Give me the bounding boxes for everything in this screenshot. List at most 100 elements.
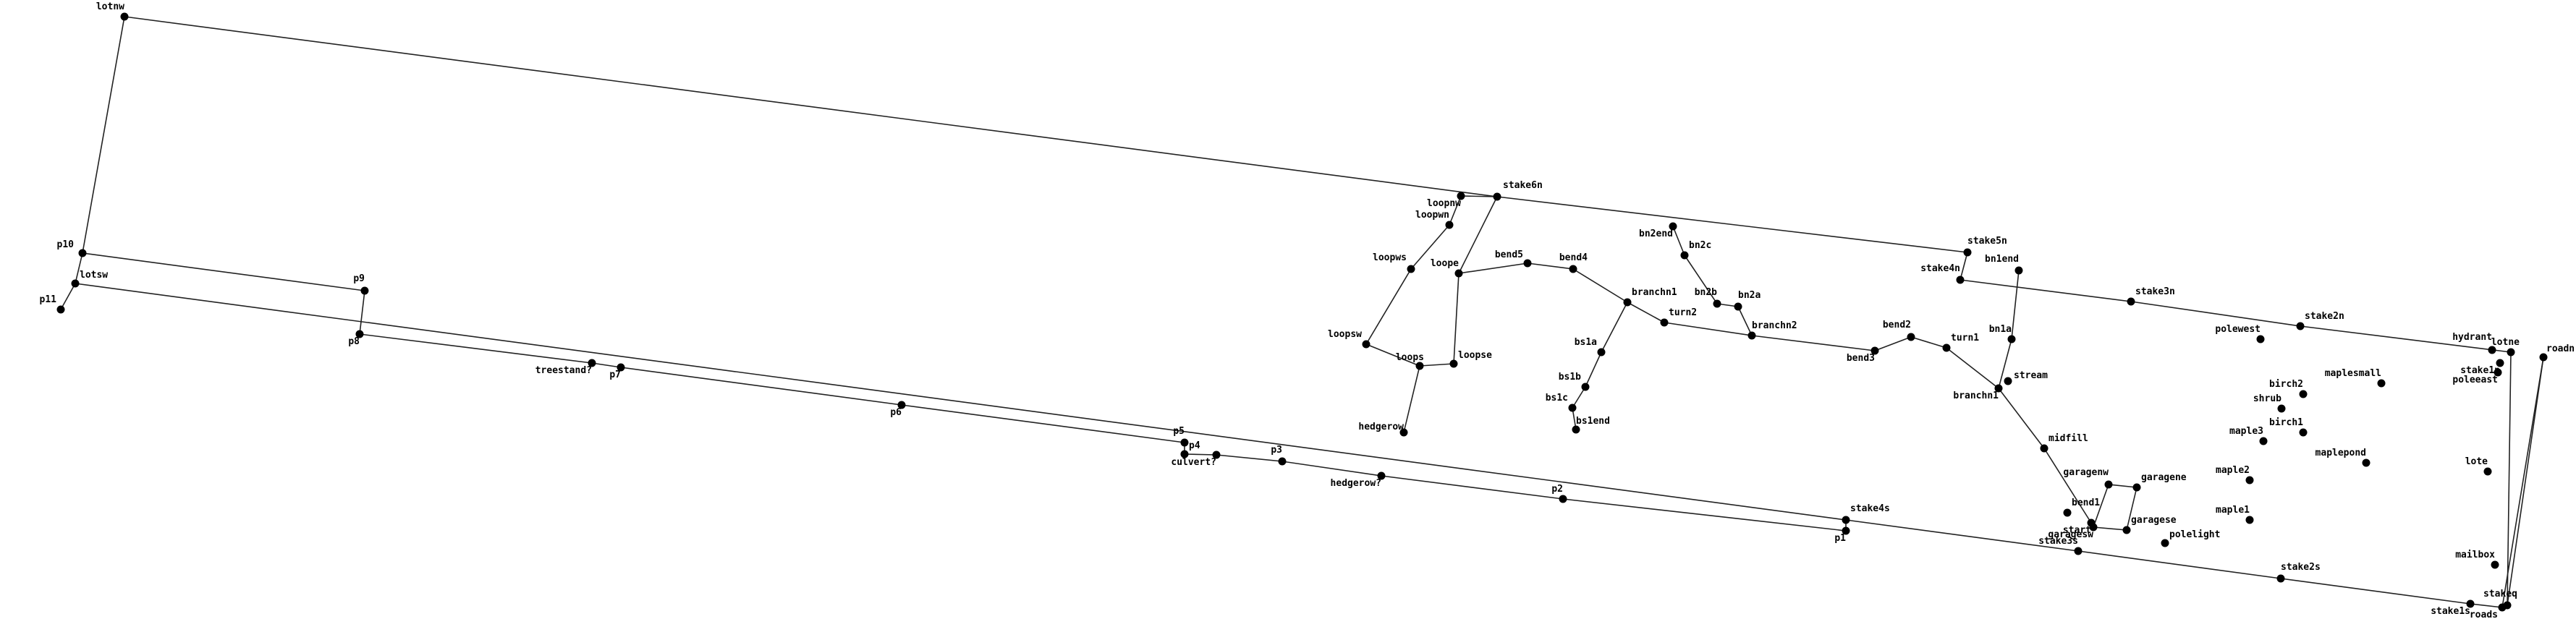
node-birch2 xyxy=(2299,390,2308,398)
label-garagesw: garagesw xyxy=(2048,529,2093,540)
edge-stake6n-stake5n xyxy=(1496,196,1968,253)
label-bn1a: bn1a xyxy=(1989,324,2012,335)
label-p1: p1 xyxy=(1834,533,1846,544)
node-p6 xyxy=(897,401,906,409)
label-stake1s: stake1s xyxy=(2431,606,2470,617)
label-stake4n: stake4n xyxy=(1920,263,1960,274)
edge-stake4n-stake3n xyxy=(1959,279,2132,302)
node-mailbox xyxy=(2491,560,2499,569)
edge-lotnw-stake6n xyxy=(124,16,1498,197)
edge-roadn-stakeq xyxy=(2507,357,2544,606)
label-branchn1b: branchn1 xyxy=(1953,390,1999,401)
edge-loopse-loope xyxy=(1453,273,1459,364)
label-p2: p2 xyxy=(1551,484,1563,495)
label-maple3: maple3 xyxy=(2229,426,2263,437)
label-loopse: loopse xyxy=(1458,350,1492,361)
node-garagenw xyxy=(2104,480,2113,489)
label-p3: p3 xyxy=(1271,445,1282,456)
label-stakeq: stakeq xyxy=(2483,589,2517,599)
label-turn1: turn1 xyxy=(1951,333,1979,343)
label-poleeast: poleeast xyxy=(2452,375,2498,385)
node-loopwn xyxy=(1445,221,1454,229)
edge-bn1a-branchn1b xyxy=(1998,338,2012,389)
edge-p10-lotsw xyxy=(75,252,83,284)
label-bn2b: bn2b xyxy=(1695,287,1717,298)
edge-bn2end-bn2c xyxy=(1672,226,1685,256)
label-p11: p11 xyxy=(40,294,57,305)
edge-loopsw-loops xyxy=(1365,343,1420,367)
label-stake5n: stake5n xyxy=(1967,236,2007,247)
label-stake4s: stake4s xyxy=(1850,503,1890,514)
node-loopsw xyxy=(1362,340,1370,349)
label-bn2a: bn2a xyxy=(1738,290,1761,301)
label-lote: lote xyxy=(2465,456,2488,467)
node-treestand xyxy=(588,359,596,367)
edge-loope-bend5 xyxy=(1458,262,1528,274)
node-midfill xyxy=(2040,444,2048,453)
edge-bs1b-bs1c xyxy=(1572,386,1586,409)
node-bend1 xyxy=(2063,508,2072,517)
edge-stake2n-lotne xyxy=(2300,325,2512,353)
edge-garagenw-garagene xyxy=(2108,484,2138,488)
label-lotnw: lotnw xyxy=(96,1,124,12)
node-bn2b xyxy=(1713,299,1721,308)
edge-hedgerow2-p2 xyxy=(1381,475,1564,500)
edge-bs1a-bs1b xyxy=(1585,351,1602,388)
edge-loope-stake6n xyxy=(1458,196,1498,274)
label-p5: p5 xyxy=(1173,426,1185,437)
edge-p9-p8 xyxy=(359,290,365,335)
label-treestand: treestand? xyxy=(535,365,592,376)
label-p6: p6 xyxy=(890,407,902,418)
label-bs1c: bs1c xyxy=(1546,393,1568,404)
label-branchn2: branchn2 xyxy=(1752,320,1797,331)
label-maple1: maple1 xyxy=(2216,505,2250,516)
edge-garagene-garagese xyxy=(2126,487,2138,531)
label-bs1end: bs1end xyxy=(1576,416,1610,427)
edge-loopws-loopsw xyxy=(1365,268,1412,345)
label-culvert: culvert? xyxy=(1171,457,1216,468)
node-polewest xyxy=(2256,335,2265,343)
node-maple2 xyxy=(2245,476,2254,484)
node-stakeq xyxy=(2503,601,2512,610)
edge-stake2s-stake1s xyxy=(2280,578,2471,605)
node-bs1end xyxy=(1572,425,1580,434)
node-bend2 xyxy=(1907,333,1915,341)
edge-branchn2-bend3 xyxy=(1751,335,1876,351)
node-roadn xyxy=(2539,353,2548,362)
node-bn2end xyxy=(1669,222,1677,231)
node-lotnw xyxy=(120,12,129,21)
node-bend4 xyxy=(1569,265,1577,273)
node-bn2c xyxy=(1680,251,1689,260)
node-stake4s xyxy=(1842,516,1850,524)
label-bend1: bend1 xyxy=(2072,498,2100,508)
label-loope: loope xyxy=(1431,258,1459,269)
node-lotsw xyxy=(71,279,80,288)
labels-group: lotnwp10lotswp11p9p8treestand?p7p6p5p4cu… xyxy=(40,1,2575,619)
node-p1 xyxy=(1842,526,1850,535)
edge-stake4s-stake3s xyxy=(1845,519,2079,552)
node-stake4n xyxy=(1956,276,1965,284)
node-stake1n xyxy=(2496,359,2504,367)
node-hedgerow xyxy=(1399,428,1408,437)
edge-p10-p9 xyxy=(82,252,365,291)
node-maplepond xyxy=(2362,458,2370,467)
edge-bn2a-branchn2 xyxy=(1737,306,1753,336)
node-maple3 xyxy=(2259,437,2268,445)
label-stake3s: stake3s xyxy=(2038,536,2078,547)
node-p8 xyxy=(355,330,364,338)
label-bs1b: bs1b xyxy=(1559,372,1581,383)
node-p10 xyxy=(78,249,87,257)
edge-p7-p6 xyxy=(620,367,902,406)
label-stake6n: stake6n xyxy=(1503,180,1543,191)
label-stake3n: stake3n xyxy=(2135,286,2175,297)
edge-bn2c-bn2b xyxy=(1684,255,1718,304)
edge-loopwn-loopws xyxy=(1410,224,1450,270)
label-birch1: birch1 xyxy=(2269,417,2303,428)
label-bend5: bend5 xyxy=(1495,249,1523,260)
edge-treestand-p7 xyxy=(591,362,622,368)
node-p7 xyxy=(617,363,625,372)
node-stake1s xyxy=(2466,599,2475,608)
label-loopsw: loopsw xyxy=(1328,329,1362,340)
label-shrub: shrub xyxy=(2253,393,2281,404)
edge-p4-culvert xyxy=(1184,453,1217,456)
